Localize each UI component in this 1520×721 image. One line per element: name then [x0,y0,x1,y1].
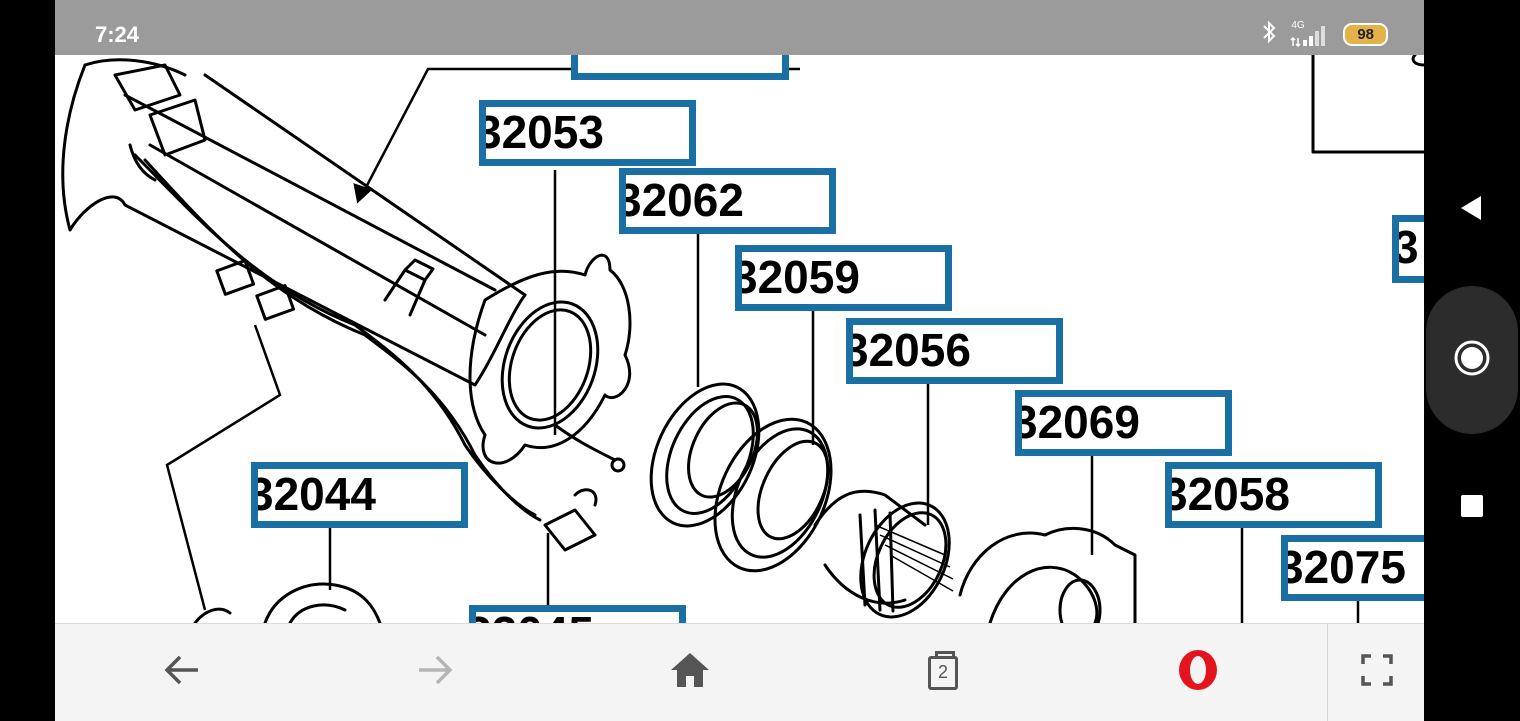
system-recents-button[interactable] [1424,478,1520,538]
bluetooth-icon [1261,20,1277,49]
opera-menu-icon [1176,648,1220,697]
tabs-button[interactable]: 2 [883,624,1003,721]
browser-toolbar: 2 [55,623,1424,721]
system-home-button[interactable] [1424,330,1520,390]
part-label-32056[interactable]: 32056 [846,318,1063,384]
part-label-32044[interactable]: 32044 [251,462,468,528]
part-label-32058[interactable]: 32058 [1165,462,1382,528]
toolbar-divider [1327,624,1328,721]
system-navigation-bar [1424,0,1520,720]
home-icon [668,650,712,695]
back-button[interactable] [122,624,242,721]
part-label-32075[interactable]: 32075 [1281,535,1424,601]
tabs-icon: 2 [928,650,958,690]
part-label-top-cropped[interactable] [571,55,789,80]
part-label-32053[interactable]: 32053 [479,100,696,166]
part-label-right-cropped[interactable]: 3 [1392,215,1424,283]
part-label-32059[interactable]: 32059 [735,245,952,311]
part-label-32069[interactable]: 32069 [1015,390,1232,456]
signal-icon: 4G [1289,19,1331,48]
home-circle-icon [1452,338,1492,383]
part-label-32062[interactable]: 32062 [619,168,836,234]
screen-edge [0,0,55,720]
diagram-viewport[interactable]: 32053 32062 32059 32056 32069 32058 3207… [55,55,1424,623]
parts-diagram-drawing [61,55,1424,623]
opera-menu-button[interactable] [1138,624,1258,721]
recents-square-icon [1459,493,1485,524]
status-icons: 4G 98 [1261,20,1388,49]
back-triangle-icon [1459,194,1485,227]
fullscreen-button[interactable] [1317,624,1437,721]
tab-count: 2 [937,662,948,682]
status-bar: 7:24 4G 98 [55,0,1424,55]
clock: 7:24 [95,22,140,47]
home-button[interactable] [630,624,750,721]
battery-icon: 98 [1343,23,1388,46]
back-icon [162,652,202,693]
part-label-32045[interactable]: 32045 [469,605,686,623]
forward-icon [415,652,455,693]
network-type: 4G [1291,19,1305,31]
forward-button[interactable] [375,624,495,721]
fullscreen-icon [1361,654,1393,691]
system-back-button[interactable] [1424,180,1520,240]
